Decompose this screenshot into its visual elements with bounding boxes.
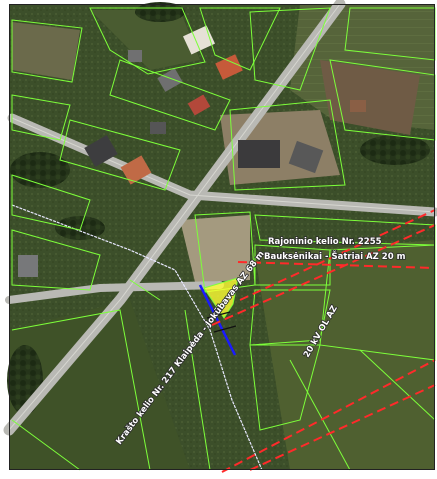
district-road-label-line2: Bauksėnikai - Šatriai AZ 20 m (264, 250, 406, 262)
map-image (3, 0, 437, 471)
power-line (198, 284, 237, 356)
protection-zones (211, 209, 436, 473)
highlighted-parcel-area (203, 277, 239, 319)
map-border (9, 4, 435, 470)
district-road-label-line1: Rajoninio kelio Nr. 2255 (268, 237, 382, 247)
